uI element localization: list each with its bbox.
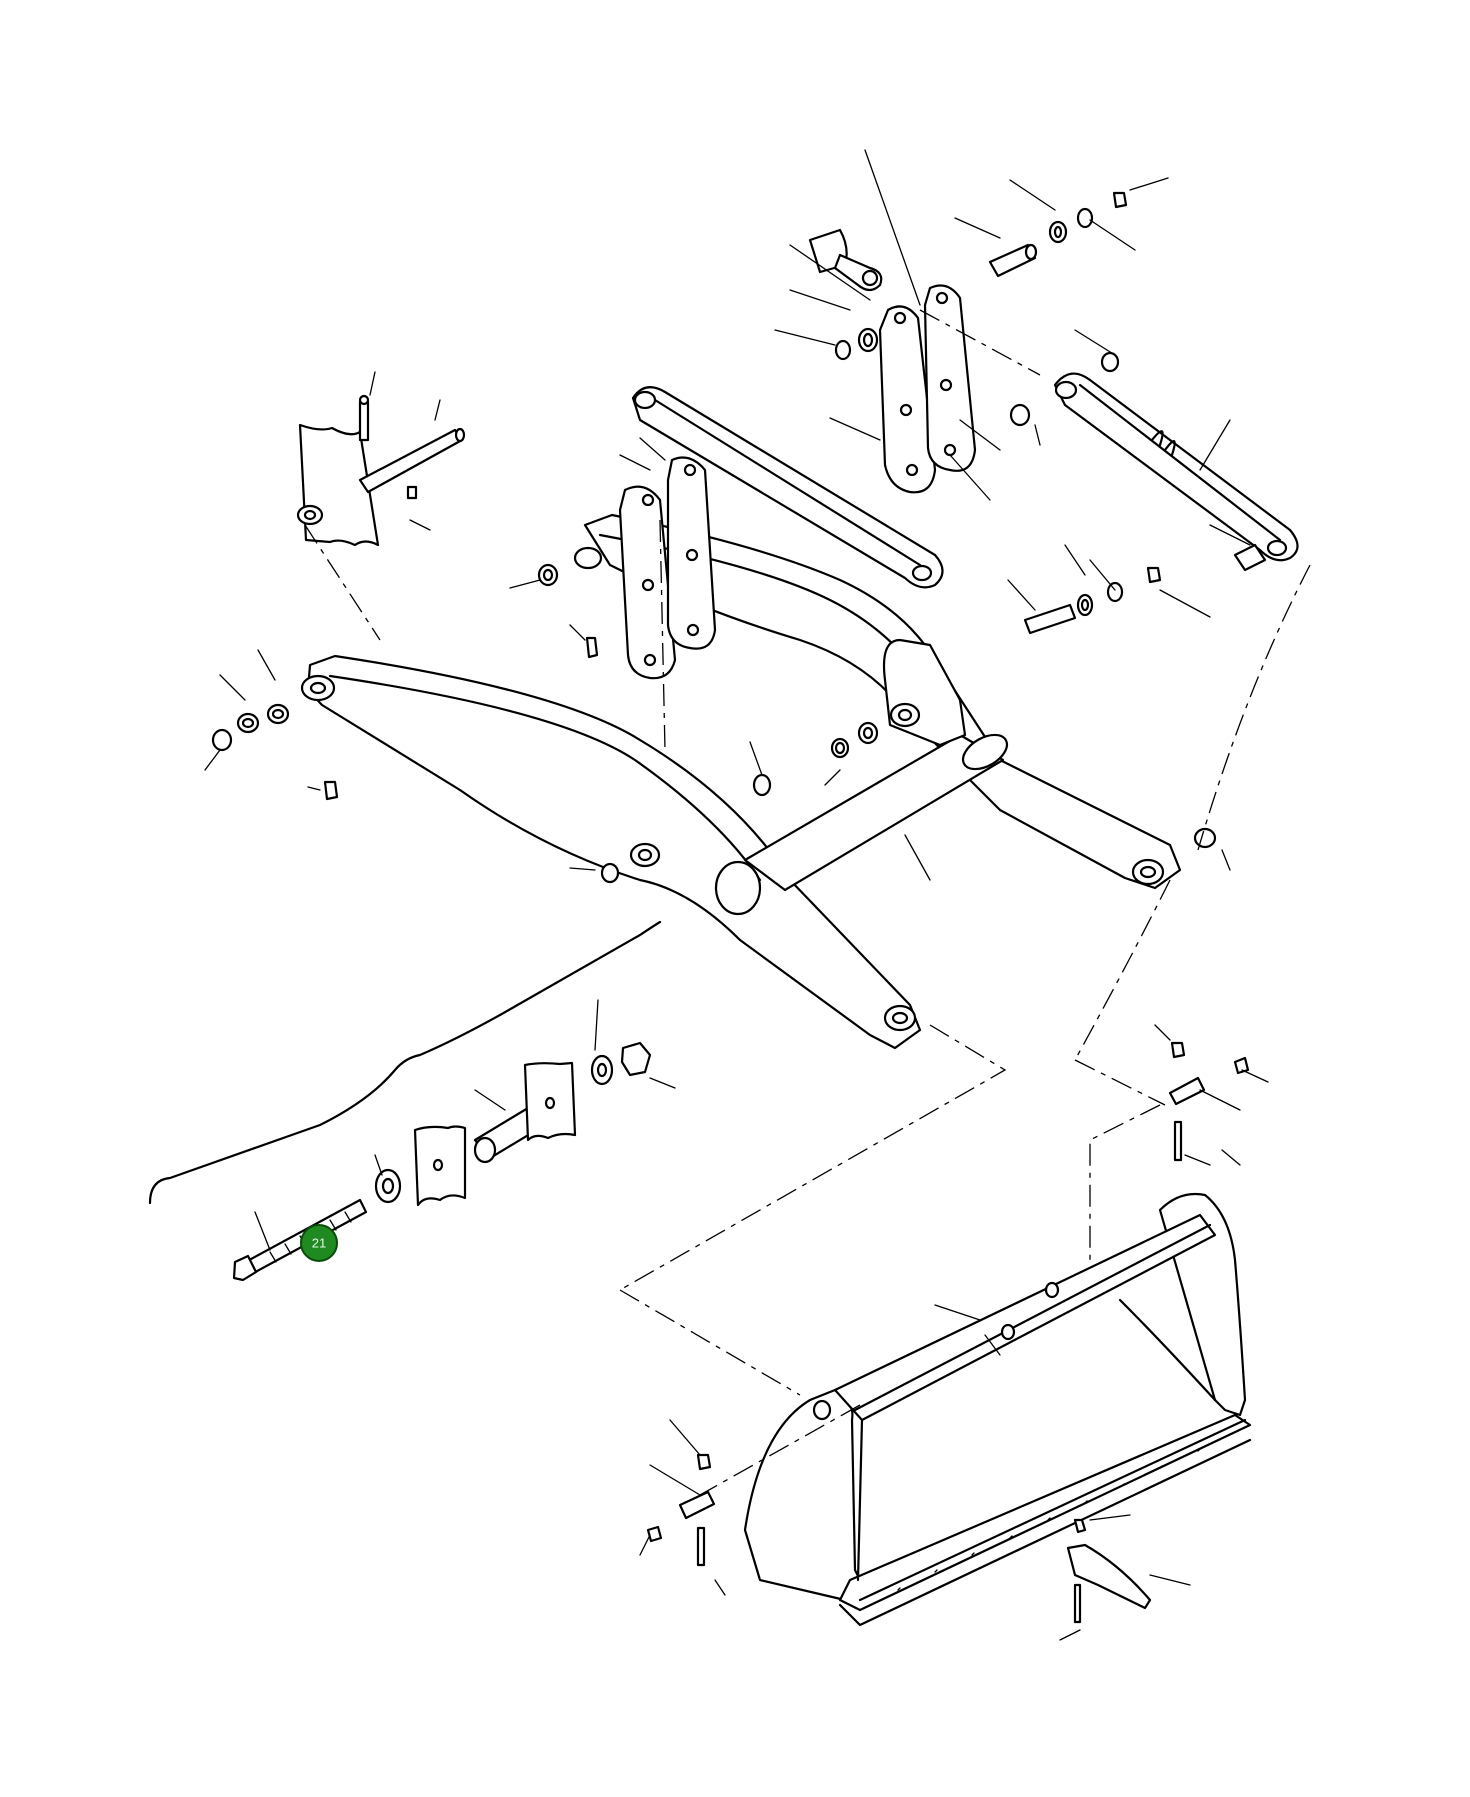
bell-crank-links [618, 284, 977, 680]
separator-bracket [148, 920, 662, 1205]
callout-21-label: 21 [312, 1236, 326, 1251]
dash-dot-lines [304, 309, 1311, 1496]
loader-boom-frame [300, 513, 1182, 1050]
bucket-hardware [646, 1041, 1250, 1624]
tilt-link-bars [631, 372, 1299, 589]
callout-21-circle [300, 1224, 338, 1262]
hardware-middle [211, 703, 1217, 884]
loader-bucket [743, 1192, 1252, 1627]
hardware-upper [406, 191, 1267, 659]
leader-lines [204, 149, 1269, 1641]
callout-21-button[interactable]: 21 [300, 1224, 338, 1262]
cylinder-end [808, 228, 883, 292]
frame-bracket [296, 394, 466, 547]
pivot-assembly [232, 1041, 652, 1282]
